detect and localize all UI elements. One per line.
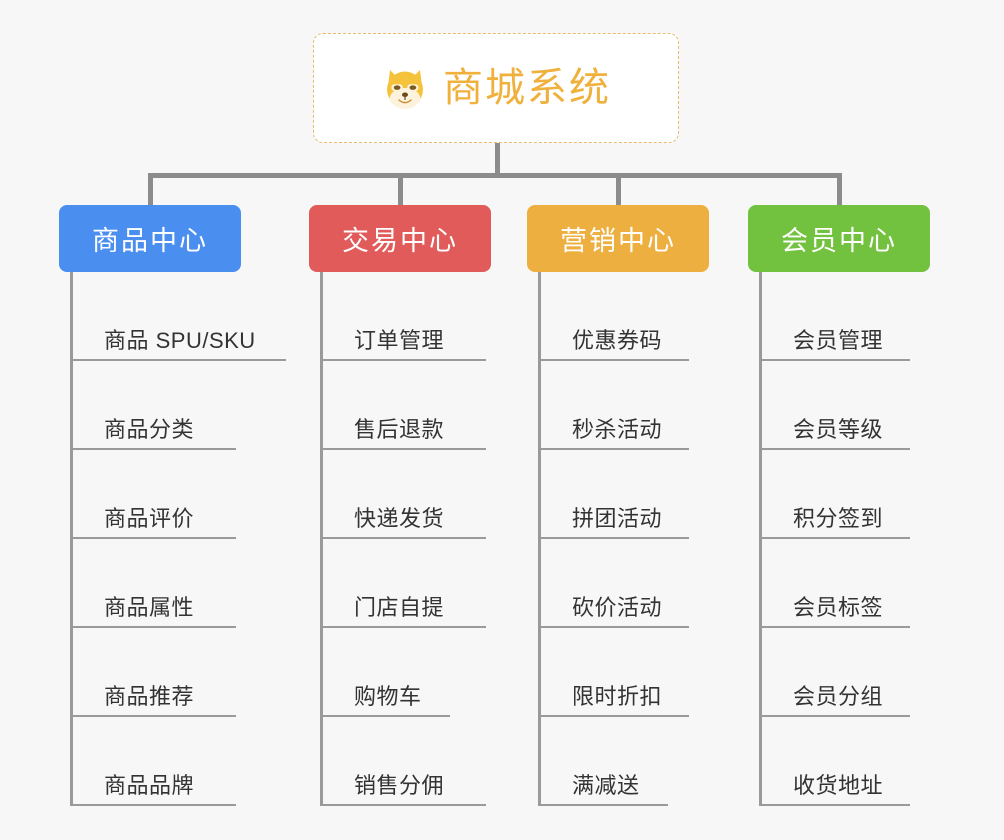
- shiba-dog-face-icon: [387, 70, 423, 109]
- branch-spine-member-center: [759, 272, 762, 806]
- branch-column-marketing-center: 营销中心优惠券码秒杀活动拼团活动砍价活动限时折扣满减送: [527, 205, 709, 806]
- leaf-item-label: 商品评价: [104, 506, 195, 531]
- leaf-item[interactable]: 砍价活动: [538, 539, 689, 628]
- leaf-item[interactable]: 销售分佣: [320, 717, 486, 806]
- connector-drop-trade-center: [398, 173, 403, 207]
- leaf-item[interactable]: 会员等级: [759, 361, 910, 450]
- leaf-item-label: 优惠券码: [572, 328, 663, 353]
- leaf-item-label: 满减送: [572, 773, 640, 798]
- leaf-item[interactable]: 订单管理: [320, 272, 486, 361]
- leaf-item-label: 商品分类: [104, 417, 195, 442]
- leaf-item[interactable]: 优惠券码: [538, 272, 689, 361]
- leaf-item[interactable]: 会员分组: [759, 628, 910, 717]
- connector-horizontal-bar: [148, 173, 842, 178]
- leaf-item[interactable]: 商品品牌: [70, 717, 236, 806]
- category-header-trade-center[interactable]: 交易中心: [309, 205, 491, 272]
- category-header-member-center[interactable]: 会员中心: [748, 205, 930, 272]
- leaf-item-label: 会员标签: [793, 595, 884, 620]
- leaf-item-label: 会员等级: [793, 417, 884, 442]
- leaf-item[interactable]: 商品属性: [70, 539, 236, 628]
- leaf-item-label: 订单管理: [354, 328, 445, 353]
- leaf-item-label: 秒杀活动: [572, 417, 663, 442]
- leaf-item[interactable]: 商品评价: [70, 450, 236, 539]
- leaf-item[interactable]: 商品 SPU/SKU: [70, 272, 286, 361]
- leaf-item-label: 商品 SPU/SKU: [104, 328, 256, 353]
- leaf-item[interactable]: 限时折扣: [538, 628, 689, 717]
- branch-spine-product-center: [70, 272, 73, 806]
- leaf-item[interactable]: 门店自提: [320, 539, 486, 628]
- branch-spine-marketing-center: [538, 272, 541, 806]
- leaf-item-label: 商品属性: [104, 595, 195, 620]
- connector-drop-product-center: [148, 173, 153, 207]
- leaf-item[interactable]: 积分签到: [759, 450, 910, 539]
- leaf-item[interactable]: 拼团活动: [538, 450, 689, 539]
- branch-column-product-center: 商品中心商品 SPU/SKU 商品分类商品评价商品属性商品推荐商品品牌: [59, 205, 286, 806]
- category-header-marketing-center[interactable]: 营销中心: [527, 205, 709, 272]
- leaf-item-label: 商品推荐: [104, 684, 195, 709]
- leaf-item-label: 门店自提: [354, 595, 445, 620]
- leaf-item-label: 售后退款: [354, 417, 445, 442]
- leaf-item-label: 会员管理: [793, 328, 884, 353]
- leaf-item-label: 砍价活动: [572, 595, 663, 620]
- leaf-item-label: 商品品牌: [104, 773, 195, 798]
- leaf-item-label: 购物车: [354, 684, 422, 709]
- branch-spine-trade-center: [320, 272, 323, 806]
- leaf-item-label: 拼团活动: [572, 506, 663, 531]
- leaf-item-label: 快递发货: [354, 506, 445, 531]
- leaf-item[interactable]: 秒杀活动: [538, 361, 689, 450]
- root-title: 商城系统: [443, 66, 611, 110]
- leaf-item[interactable]: 会员标签: [759, 539, 910, 628]
- leaf-item-label: 销售分佣: [354, 773, 445, 798]
- leaf-item[interactable]: 会员管理: [759, 272, 910, 361]
- leaf-item[interactable]: 售后退款: [320, 361, 486, 450]
- branch-column-trade-center: 交易中心订单管理售后退款快递发货门店自提购物车销售分佣: [309, 205, 491, 806]
- leaf-item[interactable]: 购物车: [320, 628, 450, 717]
- connector-drop-member-center: [837, 173, 842, 207]
- leaf-item[interactable]: 商品分类: [70, 361, 236, 450]
- category-header-product-center[interactable]: 商品中心: [59, 205, 241, 272]
- leaf-item[interactable]: 快递发货: [320, 450, 486, 539]
- connector-root-stem: [495, 143, 500, 176]
- leaf-item[interactable]: 商品推荐: [70, 628, 236, 717]
- leaf-item[interactable]: 满减送: [538, 717, 668, 806]
- leaf-item-label: 积分签到: [793, 506, 884, 531]
- leaf-item-label: 收货地址: [793, 773, 884, 798]
- leaf-item-label: 限时折扣: [572, 684, 663, 709]
- connector-drop-marketing-center: [616, 173, 621, 207]
- root-node[interactable]: 商城系统: [313, 33, 679, 143]
- branch-column-member-center: 会员中心会员管理会员等级积分签到会员标签会员分组收货地址: [748, 205, 930, 806]
- leaf-item[interactable]: 收货地址: [759, 717, 910, 806]
- leaf-item-label: 会员分组: [793, 684, 884, 709]
